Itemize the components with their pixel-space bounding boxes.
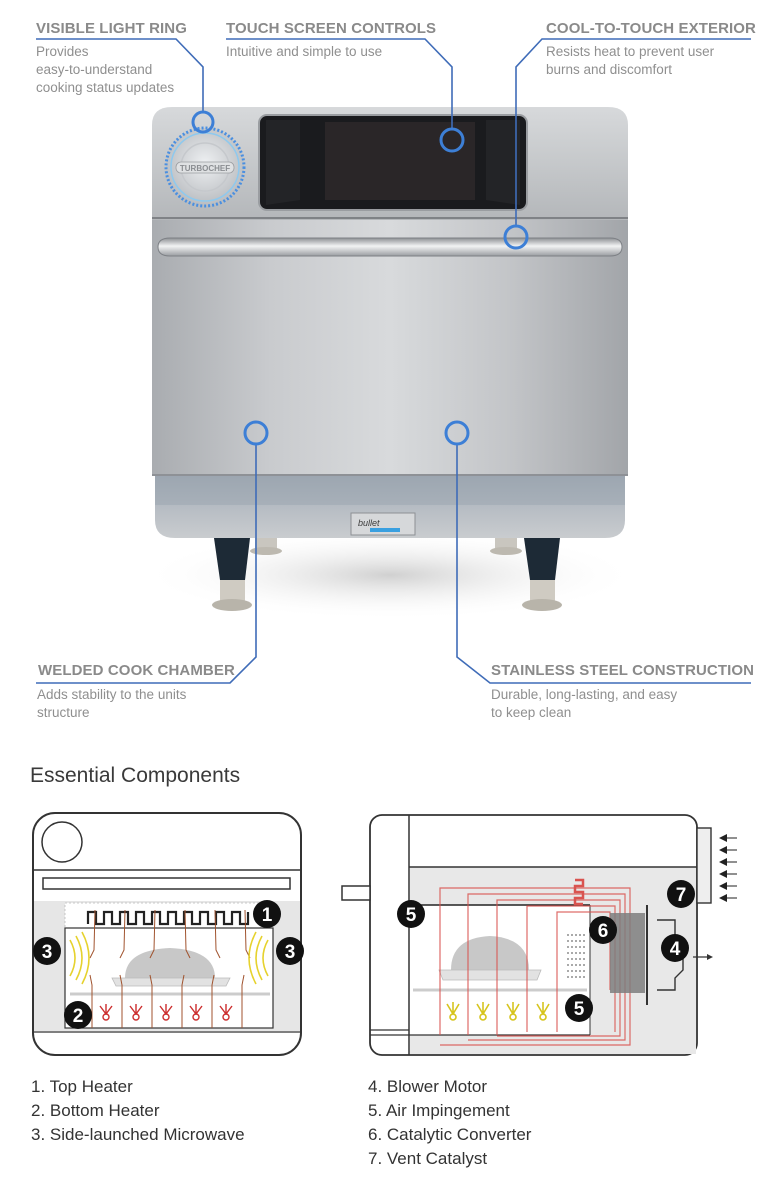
- legend-item: 3. Side-launched Microwave: [31, 1125, 245, 1144]
- svg-text:7: 7: [676, 885, 687, 906]
- callout-desc-stainless: Durable, long-lasting, and easy to keep …: [491, 686, 677, 722]
- leg-front-left: [214, 538, 250, 580]
- callout-desc-light-ring: Provides easy-to-understand cooking stat…: [36, 43, 174, 97]
- brand-logo: TURBOCHEF: [180, 164, 230, 173]
- food-dome: [125, 948, 215, 978]
- leg-back-left: [255, 538, 277, 550]
- diagram-markers-right: 5 6 7 4 5: [397, 880, 695, 1022]
- desc-line: burns and discomfort: [546, 62, 673, 77]
- side-port: [341, 885, 371, 901]
- callout-desc-cool-touch: Resists heat to prevent user burns and d…: [546, 43, 714, 79]
- legend-right: 4. Blower Motor 5. Air Impingement 6. Ca…: [368, 1075, 531, 1171]
- desc-line: Resists heat to prevent user: [546, 44, 715, 59]
- marker-touch-screen: [439, 127, 465, 153]
- heat-flow-arrows: [89, 909, 251, 1028]
- desc-line: Intuitive and simple to use: [226, 44, 383, 59]
- legend-item: 5. Air Impingement: [368, 1101, 510, 1120]
- callout-lines: [36, 38, 751, 684]
- oven-illustration: bullet TURBOCHEF: [36, 38, 751, 684]
- desc-line: Durable, long-lasting, and easy: [491, 687, 678, 702]
- microwave-waves: [69, 931, 269, 985]
- diagram-heaters: 1 2 3 3: [32, 812, 304, 1056]
- marker-stainless: [444, 420, 470, 446]
- legend-item: 7. Vent Catalyst: [368, 1149, 488, 1168]
- callout-markers: [191, 110, 529, 446]
- top-heater-coil: [86, 910, 250, 926]
- desc-line: Adds stability to the units: [37, 687, 187, 702]
- vent-slots: [567, 934, 587, 978]
- leg-back-right: [495, 538, 517, 550]
- legend-item: 1. Top Heater: [31, 1077, 133, 1096]
- desc-line: cooking status updates: [36, 80, 175, 95]
- top-heater-element: [573, 878, 585, 906]
- touch-screen[interactable]: [325, 122, 475, 200]
- intake-arrows: [719, 834, 737, 902]
- dial-circle: [41, 821, 83, 863]
- model-badge-text: bullet: [358, 518, 380, 528]
- callout-desc-welded-chamber: Adds stability to the units structure: [37, 686, 186, 722]
- svg-text:6: 6: [598, 921, 609, 942]
- marker-light-ring: [191, 110, 215, 134]
- diagram-airflow: 5 6 7 4 5: [341, 814, 737, 1056]
- svg-text:2: 2: [73, 1006, 84, 1027]
- svg-text:3: 3: [42, 942, 53, 963]
- oven-door: [152, 220, 628, 476]
- desc-line: easy-to-understand: [36, 62, 153, 77]
- callout-title-touch-screen: TOUCH SCREEN CONTROLS: [226, 20, 437, 37]
- legend-item: 6. Catalytic Converter: [368, 1125, 532, 1144]
- callout-title-light-ring: VISIBLE LIGHT RING: [36, 20, 187, 37]
- legend-left: 1. Top Heater 2. Bottom Heater 3. Side-l…: [31, 1075, 245, 1147]
- marker-welded-chamber: [243, 420, 269, 446]
- callout-title-cool-touch: COOL-TO-TOUCH EXTERIOR: [546, 20, 756, 37]
- desc-line: structure: [37, 705, 90, 720]
- svg-text:5: 5: [574, 999, 585, 1020]
- bottom-heater-nozzles: [99, 1004, 233, 1021]
- callout-title-stainless: STAINLESS STEEL CONSTRUCTION: [491, 662, 755, 679]
- svg-text:4: 4: [670, 939, 681, 960]
- handle-bar: [42, 877, 291, 890]
- diagram-markers-left: 1 2 3 3: [33, 900, 304, 1029]
- desc-line: Provides: [36, 44, 89, 59]
- svg-text:5: 5: [406, 905, 417, 926]
- desc-line: to keep clean: [491, 705, 572, 720]
- svg-text:3: 3: [285, 942, 296, 963]
- door-handle[interactable]: [157, 237, 623, 257]
- leg-front-right: [524, 538, 560, 580]
- components-title: Essential Components: [30, 764, 241, 787]
- svg-text:1: 1: [262, 905, 273, 926]
- marker-cool-touch: [503, 224, 529, 250]
- legend-item: 4. Blower Motor: [368, 1077, 488, 1096]
- callout-title-welded-chamber: WELDED COOK CHAMBER: [38, 662, 235, 679]
- callout-desc-touch-screen: Intuitive and simple to use: [226, 43, 382, 61]
- legend-item: 2. Bottom Heater: [31, 1101, 160, 1120]
- vent-catalyst-box: [696, 827, 712, 904]
- impingement-nozzles: [446, 1002, 550, 1021]
